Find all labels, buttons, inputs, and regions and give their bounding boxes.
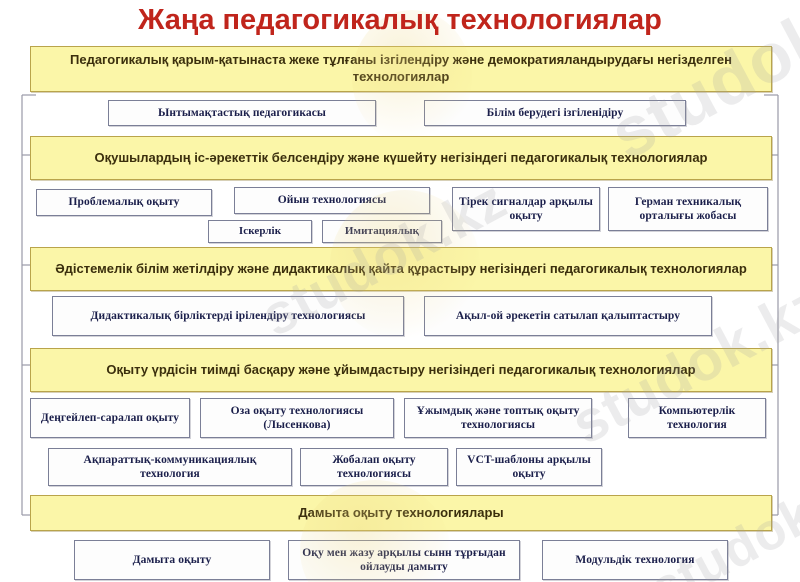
technology-classification-diagram: Педагогикалық қарым-қатынаста жеке тұлға…: [0, 40, 800, 582]
category-banner-5-label: Дамыта оқыту технологиялары: [298, 504, 504, 520]
leaf-node-5-1[interactable]: Дамыта оқыту: [74, 540, 270, 580]
leaf-node-1-1[interactable]: Ынтымақтастық педагогикасы: [108, 100, 376, 126]
leaf-node-4-6-label: Жобалап оқыту технологиясы: [332, 453, 416, 480]
leaf-node-4-1[interactable]: Деңгейлеп-саралап оқыту: [30, 398, 190, 438]
leaf-node-4-7[interactable]: VCT-шаблоны арқылы оқыту: [456, 448, 602, 486]
leaf-node-2-5-label: Іскерлік: [238, 224, 282, 237]
leaf-node-5-3-label: Модульдік технология: [575, 553, 695, 566]
leaf-node-2-1-label: Проблемалық оқыту: [68, 196, 180, 209]
leaf-node-3-1-label: Дидактикалық бірліктерді ірілендіру техн…: [90, 309, 366, 322]
category-banner-4-label: Оқыту үрдісін тиімді басқару және ұйымда…: [106, 361, 696, 377]
leaf-node-4-3[interactable]: Ұжымдық және топтық оқыту технологиясы: [404, 398, 592, 438]
leaf-node-4-5[interactable]: Ақпараттық-коммуникациялық технология: [48, 448, 292, 486]
leaf-node-2-5[interactable]: Іскерлік: [208, 220, 312, 243]
leaf-node-4-5-label: Ақпараттық-коммуникациялық технология: [83, 453, 257, 480]
leaf-node-4-3-label: Ұжымдық және топтық оқыту технологиясы: [416, 404, 580, 431]
leaf-node-2-2[interactable]: Ойын технологиясы: [234, 187, 430, 214]
category-banner-5[interactable]: Дамыта оқыту технологиялары: [30, 495, 772, 531]
leaf-node-2-4-label: Герман техникалық орталығы жобасы: [634, 195, 742, 222]
leaf-node-2-4[interactable]: Герман техникалық орталығы жобасы: [608, 187, 768, 231]
leaf-node-4-1-label: Деңгейлеп-саралап оқыту: [40, 411, 180, 424]
leaf-node-2-6-label: Имитациялық: [344, 224, 420, 237]
leaf-node-4-4[interactable]: Компьютерлік технология: [628, 398, 766, 438]
leaf-node-3-2-label: Ақыл-ой әрекетін сатылап қалыптастыру: [455, 309, 681, 322]
category-banner-3[interactable]: Әдістемелік білім жетілдіру және дидакти…: [30, 247, 772, 291]
leaf-node-5-1-label: Дамыта оқыту: [132, 553, 212, 566]
leaf-node-5-3[interactable]: Модульдік технология: [542, 540, 728, 580]
leaf-node-1-2[interactable]: Білім берудегі ізгіленідіру: [424, 100, 686, 126]
category-banner-1[interactable]: Педагогикалық қарым-қатынаста жеке тұлға…: [30, 46, 772, 92]
leaf-node-1-2-label: Білім берудегі ізгіленідіру: [486, 106, 624, 119]
category-banner-4[interactable]: Оқыту үрдісін тиімді басқару және ұйымда…: [30, 348, 772, 392]
leaf-node-1-1-label: Ынтымақтастық педагогикасы: [157, 106, 326, 119]
leaf-node-2-3-label: Тірек сигналдар арқылы оқыту: [459, 195, 593, 222]
leaf-node-2-2-label: Ойын технологиясы: [277, 194, 387, 207]
category-banner-1-label: Педагогикалық қарым-қатынаста жеке тұлға…: [70, 52, 732, 84]
leaf-node-4-6[interactable]: Жобалап оқыту технологиясы: [300, 448, 448, 486]
category-banner-3-label: Әдістемелік білім жетілдіру және дидакти…: [55, 260, 747, 276]
leaf-node-4-2-label: Оза оқыту технологиясы (Лысенкова): [230, 404, 364, 431]
page-title: Жаңа педагогикалық технологиялар: [138, 4, 662, 36]
leaf-node-5-2-label: Оқу мен жазу арқылы сынн тұрғыдан ойлауд…: [302, 546, 506, 573]
leaf-node-3-1[interactable]: Дидактикалық бірліктерді ірілендіру техн…: [52, 296, 404, 336]
leaf-node-3-2[interactable]: Ақыл-ой әрекетін сатылап қалыптастыру: [424, 296, 712, 336]
leaf-node-5-2[interactable]: Оқу мен жазу арқылы сынн тұрғыдан ойлауд…: [288, 540, 520, 580]
category-banner-2[interactable]: Оқушылардың іс-әрекеттік белсендіру және…: [30, 136, 772, 180]
leaf-node-4-2[interactable]: Оза оқыту технологиясы (Лысенкова): [200, 398, 394, 438]
leaf-node-2-3[interactable]: Тірек сигналдар арқылы оқыту: [452, 187, 600, 231]
category-banner-2-label: Оқушылардың іс-әрекеттік белсендіру және…: [94, 149, 708, 165]
leaf-node-2-1[interactable]: Проблемалық оқыту: [36, 189, 212, 216]
leaf-node-2-6[interactable]: Имитациялық: [322, 220, 442, 243]
leaf-node-4-7-label: VCT-шаблоны арқылы оқыту: [467, 453, 591, 480]
leaf-node-4-4-label: Компьютерлік технология: [658, 404, 736, 431]
